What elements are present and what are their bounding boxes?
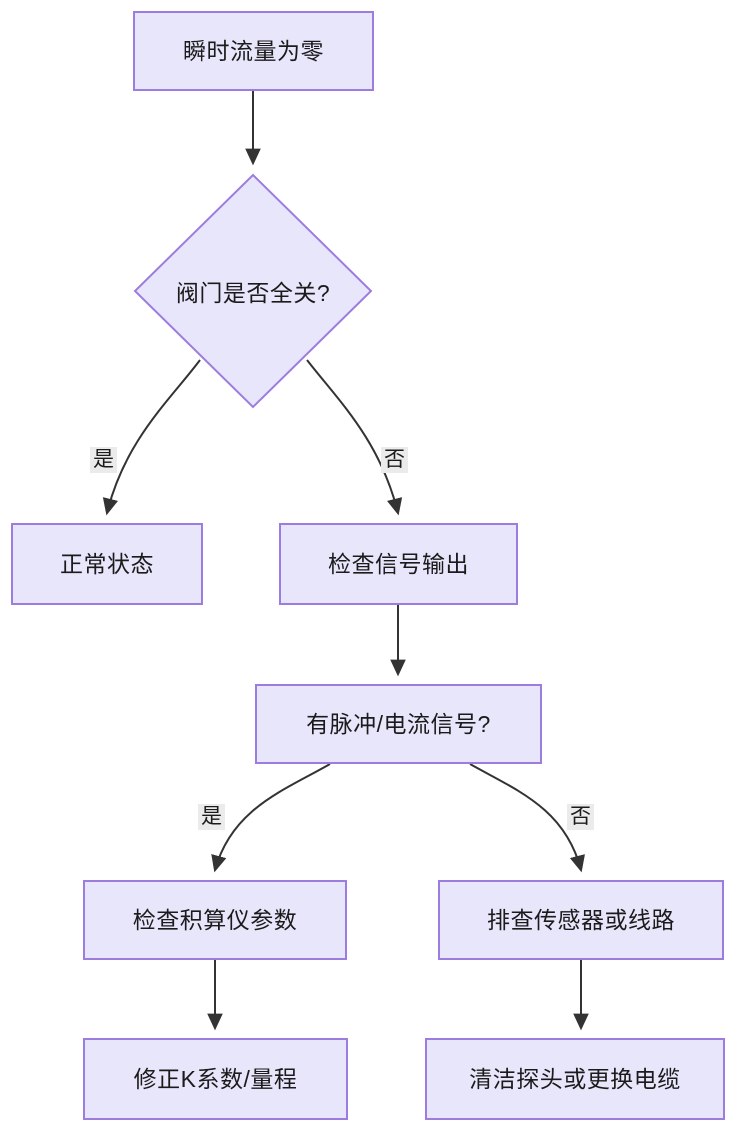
node-check-signal-output[interactable]: 检查信号输出 [279, 523, 518, 605]
edge-label-signal-yes: 是 [198, 804, 225, 831]
edge-valve-no-to-check-signal [306, 359, 403, 516]
node-label: 阀门是否全关? [175, 280, 331, 306]
node-normal-state[interactable]: 正常状态 [11, 523, 203, 605]
node-has-pulse-or-current-signal[interactable]: 有脉冲/电流信号? [255, 684, 542, 764]
edge-valve-yes-to-normal [102, 359, 201, 516]
node-correct-k-factor-range[interactable]: 修正K系数/量程 [83, 1038, 348, 1120]
node-label: 有脉冲/电流信号? [306, 710, 491, 737]
edge-pulse-yes-to-totalizer [211, 763, 331, 873]
node-label: 修正K系数/量程 [133, 1065, 298, 1092]
node-clean-probe-replace-cable[interactable]: 清洁探头或更换电缆 [425, 1038, 725, 1120]
edge-label-valve-yes: 是 [90, 447, 117, 474]
node-valve-fully-closed[interactable]: 阀门是否全关? [133, 173, 373, 409]
node-label: 清洁探头或更换电缆 [469, 1065, 681, 1092]
edge-label-valve-no: 否 [381, 447, 408, 474]
node-label: 排查传感器或线路 [487, 906, 675, 933]
node-instant-flow-zero[interactable]: 瞬时流量为零 [133, 11, 374, 91]
node-label-wrapper: 阀门是否全关? [133, 173, 373, 409]
node-check-totalizer-params[interactable]: 检查积算仪参数 [83, 880, 347, 960]
node-label: 检查信号输出 [328, 550, 469, 577]
diamond-shape [133, 173, 373, 409]
edge-label-signal-no: 否 [567, 804, 594, 831]
node-inspect-sensor-or-wiring[interactable]: 排查传感器或线路 [438, 880, 724, 960]
node-label: 瞬时流量为零 [183, 37, 324, 64]
node-label: 检查积算仪参数 [132, 906, 298, 933]
node-label: 正常状态 [60, 550, 154, 577]
edge-pulse-no-to-sensor [469, 763, 585, 873]
